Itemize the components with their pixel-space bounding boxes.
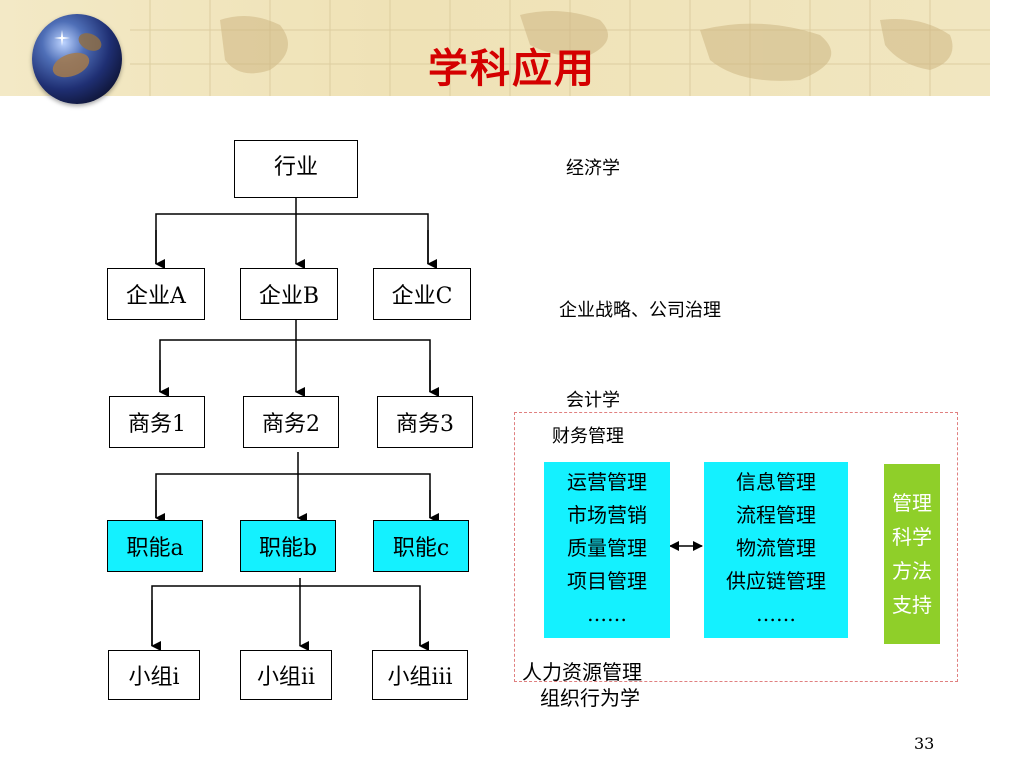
method-line: 方法 [892, 559, 932, 583]
node-enterprise-c: 企业C [373, 268, 471, 320]
node-enterprise-a: 企业A [107, 268, 205, 320]
label-financial-management: 财务管理 [552, 426, 624, 447]
node-business-2: 商务2 [243, 396, 339, 448]
sparkle-icon [54, 30, 70, 46]
function-block-operations: 运营管理 市场营销 质量管理 项目管理 …… [544, 462, 670, 638]
globe-logo [32, 14, 122, 104]
function-item: 信息管理 [736, 470, 816, 494]
node-group-ii: 小组ii [240, 650, 332, 700]
node-business-1: 商务1 [109, 396, 205, 448]
function-item: 物流管理 [736, 536, 816, 560]
function-item-ellipsis: …… [756, 602, 796, 626]
node-group-iii: 小组iii [372, 650, 468, 700]
label-hr-management: 人力资源管理 [522, 660, 642, 684]
function-item: 流程管理 [736, 503, 816, 527]
function-item: 质量管理 [567, 536, 647, 560]
function-block-information: 信息管理 流程管理 物流管理 供应链管理 …… [704, 462, 848, 638]
method-line: 支持 [892, 593, 932, 617]
page-title: 学科应用 [428, 45, 596, 92]
label-accounting: 会计学 [566, 390, 620, 411]
function-item-ellipsis: …… [587, 602, 627, 626]
node-enterprise-b: 企业B [240, 268, 338, 320]
function-panel [514, 412, 958, 682]
node-business-3: 商务3 [377, 396, 473, 448]
function-item: 市场营销 [567, 503, 647, 527]
method-line: 科学 [892, 525, 932, 549]
header-banner [0, 0, 990, 96]
label-organizational-behavior: 组织行为学 [540, 686, 640, 710]
page-number: 33 [914, 734, 935, 753]
function-item: 供应链管理 [726, 569, 826, 593]
function-item: 运营管理 [567, 470, 647, 494]
method-line: 管理 [892, 491, 932, 515]
map-grid-decoration [130, 0, 990, 96]
node-group-i: 小组i [108, 650, 200, 700]
label-strategy-governance: 企业战略、公司治理 [559, 300, 721, 321]
node-function-b: 职能b [240, 520, 336, 572]
node-function-c: 职能c [373, 520, 469, 572]
function-item: 项目管理 [567, 569, 647, 593]
node-function-a: 职能a [107, 520, 203, 572]
label-economics: 经济学 [566, 158, 620, 179]
method-support-block: 管理 科学 方法 支持 [884, 464, 940, 644]
node-industry: 行业 [234, 140, 358, 198]
